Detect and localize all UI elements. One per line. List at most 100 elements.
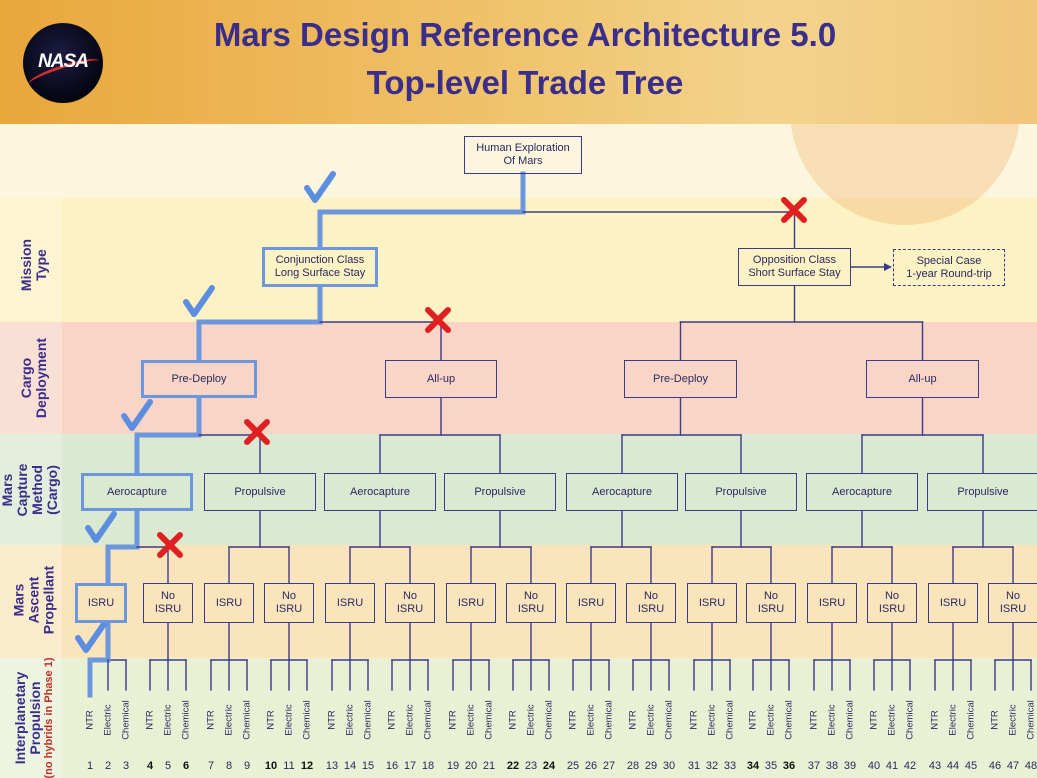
leaf-number: 27 bbox=[602, 760, 616, 772]
ascent-propellant-node-14: No ISRU bbox=[867, 583, 917, 623]
leaf-number: 46 bbox=[988, 760, 1002, 772]
ascent-propellant-node-10: No ISRU bbox=[626, 583, 676, 623]
ascent-propellant-node-3: ISRU bbox=[204, 583, 254, 623]
leaf-number: 16 bbox=[385, 760, 399, 772]
leaf-number: 21 bbox=[482, 760, 496, 772]
leaf-number: 4 bbox=[146, 760, 154, 772]
check-mark-icon bbox=[75, 621, 107, 653]
capture-method-node-1: Aerocapture bbox=[81, 473, 193, 511]
band-4 bbox=[0, 545, 1037, 658]
capture-method-node-4: Propulsive bbox=[444, 473, 556, 511]
mission-type-node-1: Conjunction Class Long Surface Stay bbox=[262, 247, 378, 287]
x-mark-icon bbox=[425, 307, 451, 333]
ascent-propellant-node-9: ISRU bbox=[566, 583, 616, 623]
leaf-number: 44 bbox=[946, 760, 960, 772]
ascent-propellant-node-11: ISRU bbox=[687, 583, 737, 623]
ascent-propellant-node-1: ISRU bbox=[75, 583, 127, 623]
leaf-number: 34 bbox=[746, 760, 760, 772]
leaf-number: 33 bbox=[723, 760, 737, 772]
leaf-number: 18 bbox=[421, 760, 435, 772]
leaf-number: 8 bbox=[225, 760, 233, 772]
capture-method-node-7: Aerocapture bbox=[806, 473, 918, 511]
leaf-number: 7 bbox=[207, 760, 215, 772]
title-line-1: Mars Design Reference Architecture 5.0 bbox=[213, 16, 837, 53]
leaf-number: 31 bbox=[687, 760, 701, 772]
leaf-number: 3 bbox=[122, 760, 130, 772]
leaf-number: 1 bbox=[86, 760, 94, 772]
leaf-number: 24 bbox=[542, 760, 556, 772]
check-mark-icon bbox=[304, 171, 336, 203]
leaf-number: 28 bbox=[626, 760, 640, 772]
capture-method-node-6: Propulsive bbox=[685, 473, 797, 511]
cargo-deployment-node-2: All-up bbox=[385, 360, 497, 398]
capture-method-node-8: Propulsive bbox=[927, 473, 1037, 511]
root-node-human-exploration: Human Exploration Of Mars bbox=[464, 136, 582, 174]
special-case-node: Special Case 1-year Round-trip bbox=[893, 249, 1005, 286]
leaf-number: 13 bbox=[325, 760, 339, 772]
title-line-2: Top-level Trade Tree bbox=[366, 64, 684, 101]
leaf-number: 41 bbox=[885, 760, 899, 772]
label-column bbox=[0, 198, 62, 778]
mission-type-node-2: Opposition Class Short Surface Stay bbox=[738, 248, 851, 286]
leaf-number: 35 bbox=[764, 760, 778, 772]
leaf-number: 48 bbox=[1024, 760, 1037, 772]
leaf-number: 47 bbox=[1006, 760, 1020, 772]
ascent-propellant-node-16: No ISRU bbox=[988, 583, 1037, 623]
leaf-number: 9 bbox=[243, 760, 251, 772]
cargo-deployment-node-3: Pre-Deploy bbox=[624, 360, 737, 398]
ascent-propellant-node-2: No ISRU bbox=[143, 583, 193, 623]
x-mark-icon bbox=[244, 419, 270, 445]
nasa-logo: NASA bbox=[23, 23, 103, 103]
header-banner: NASA Mars Design Reference Architecture … bbox=[0, 0, 1037, 124]
ascent-propellant-node-5: ISRU bbox=[325, 583, 375, 623]
leaf-number: 36 bbox=[782, 760, 796, 772]
leaf-number: 43 bbox=[928, 760, 942, 772]
ascent-propellant-node-6: No ISRU bbox=[385, 583, 435, 623]
leaf-number: 30 bbox=[662, 760, 676, 772]
band-1 bbox=[0, 198, 1037, 322]
x-mark-icon bbox=[157, 532, 183, 558]
arrow-icon bbox=[884, 263, 892, 271]
leaf-number: 14 bbox=[343, 760, 357, 772]
leaf-number: 42 bbox=[903, 760, 917, 772]
leaf-number: 40 bbox=[867, 760, 881, 772]
leaf-number: 11 bbox=[283, 760, 295, 772]
leaf-number: 32 bbox=[705, 760, 719, 772]
leaf-number: 17 bbox=[403, 760, 417, 772]
band-3 bbox=[0, 434, 1037, 545]
leaf-number: 37 bbox=[807, 760, 821, 772]
ascent-propellant-node-7: ISRU bbox=[446, 583, 496, 623]
capture-method-node-2: Propulsive bbox=[204, 473, 316, 511]
ascent-propellant-node-13: ISRU bbox=[807, 583, 857, 623]
leaf-number: 2 bbox=[104, 760, 112, 772]
check-mark-icon bbox=[85, 511, 117, 543]
ascent-propellant-node-15: ISRU bbox=[928, 583, 978, 623]
leaf-number: 23 bbox=[524, 760, 538, 772]
cargo-deployment-node-4: All-up bbox=[866, 360, 979, 398]
leaf-number: 29 bbox=[644, 760, 658, 772]
leaf-number: 19 bbox=[446, 760, 460, 772]
leaf-number: 39 bbox=[843, 760, 857, 772]
leaf-number: 10 bbox=[264, 760, 278, 772]
capture-method-node-5: Aerocapture bbox=[566, 473, 678, 511]
leaf-number: 26 bbox=[584, 760, 598, 772]
leaf-number: 5 bbox=[164, 760, 172, 772]
ascent-propellant-node-8: No ISRU bbox=[506, 583, 556, 623]
cargo-deployment-node-1: Pre-Deploy bbox=[141, 360, 257, 398]
nasa-logo-text: NASA bbox=[38, 51, 89, 72]
band-2 bbox=[0, 322, 1037, 434]
leaf-number: 25 bbox=[566, 760, 580, 772]
check-mark-icon bbox=[121, 399, 153, 431]
leaf-number: 45 bbox=[964, 760, 978, 772]
leaf-number: 6 bbox=[182, 760, 190, 772]
check-mark-icon bbox=[183, 285, 215, 317]
ascent-propellant-node-4: No ISRU bbox=[264, 583, 314, 623]
leaf-number: 22 bbox=[506, 760, 520, 772]
leaf-number: 15 bbox=[361, 760, 375, 772]
capture-method-node-3: Aerocapture bbox=[324, 473, 436, 511]
leaf-number: 20 bbox=[464, 760, 478, 772]
x-mark-icon bbox=[781, 197, 807, 223]
band-5 bbox=[0, 658, 1037, 778]
